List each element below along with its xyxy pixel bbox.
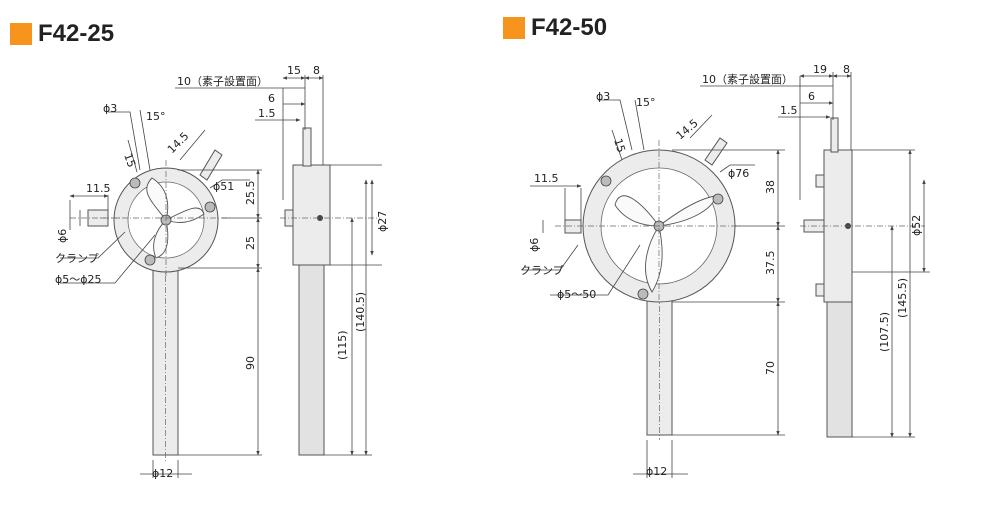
screw [600, 175, 612, 187]
phi27-label: ϕ27 [376, 211, 389, 232]
mount-label: 10（素子設置面） [702, 72, 793, 86]
w6-label: 6 [268, 92, 275, 105]
phi51-label: ϕ51 [213, 180, 234, 193]
len11-5-label: 11.5 [534, 172, 559, 185]
h38-label: 38 [764, 180, 777, 194]
w6-label: 6 [808, 90, 815, 103]
post [152, 264, 179, 456]
aperture-leader [60, 234, 156, 284]
h107-5-label: (107.5) [878, 312, 891, 352]
clamp-leader [522, 244, 579, 271]
phi6-label: ϕ6 [528, 238, 541, 252]
w8-label: 8 [313, 64, 320, 77]
phi52-label: ϕ52 [910, 215, 923, 236]
phi3-label: ϕ3 [103, 102, 117, 115]
h90-label: 90 [244, 356, 257, 370]
phi76-label: ϕ76 [728, 167, 749, 180]
side-post [826, 301, 853, 438]
len11-5-label: 11.5 [86, 182, 111, 195]
phi6-label: ϕ6 [56, 229, 69, 243]
side-lever [302, 127, 312, 167]
iris-blade [164, 207, 205, 223]
dim-15-ext [634, 99, 645, 151]
iris-blade [153, 219, 169, 259]
phi76-leader [719, 164, 755, 173]
screw [144, 254, 156, 266]
side-ring-body [292, 164, 331, 266]
w15-label: 15 [287, 64, 301, 77]
f42-50-side-view: 19 8 10（素子設置面） 6 1.5 ϕ52 (107.5) (145.5) [700, 63, 930, 438]
deg15-label: 15° [636, 96, 656, 109]
lever-rod [199, 149, 223, 181]
phi12-label: ϕ12 [646, 465, 667, 478]
w8-label: 8 [843, 63, 850, 76]
f42-25-side-view: 15 8 10（素子設置面） 6 1.5 ϕ27 (115) (140.5) [175, 64, 389, 456]
iris-blade [645, 224, 663, 293]
f42-50-title-text: F42-50 [531, 14, 608, 41]
len15-label: 15 [611, 137, 628, 154]
iris-blade [146, 177, 169, 221]
h37-5-label: 37.5 [764, 251, 777, 276]
side-lever [830, 117, 839, 153]
f42-25-title-text: F42-25 [38, 20, 115, 47]
h145-5-label: (145.5) [896, 278, 909, 318]
h25-5-label: 25.5 [244, 181, 257, 206]
side-post [298, 264, 325, 456]
aperture-label: ϕ5～50 [557, 288, 596, 301]
clamp-label: クランプ [520, 264, 564, 277]
h115-label: (115) [336, 330, 349, 360]
orange-square-icon [503, 17, 525, 39]
f42-50-title: F42-50 [503, 14, 607, 42]
clamp-label: クランプ [55, 252, 99, 265]
dim-14-5-line [179, 129, 206, 161]
dim-14-5-line [689, 114, 713, 139]
h140-5-label: (140.5) [354, 292, 367, 332]
side-hole [317, 215, 323, 221]
screw [637, 288, 649, 300]
screw [204, 201, 216, 213]
phi3-label: ϕ3 [596, 90, 610, 103]
dim-15-line [127, 139, 138, 173]
len14-5-label: 14.5 [674, 117, 701, 143]
dim-15-line [611, 129, 623, 161]
orange-square-icon [10, 23, 32, 45]
iris-blade [614, 195, 660, 227]
clamp-knob [564, 219, 582, 234]
phi3-leader [108, 111, 141, 171]
screw [712, 193, 724, 205]
f42-25-front-view: ϕ3 15° 15 14.5 ϕ51 11.5 ϕ6 クランプ ϕ5～ϕ25 2… [55, 102, 262, 480]
f42-50-front-view: ϕ3 15° 15 14.5 ϕ76 11.5 ϕ6 クランプ ϕ5～50 38… [520, 90, 785, 478]
len14-5-label: 14.5 [165, 130, 192, 157]
dim-15-ext [139, 109, 151, 171]
aperture-leader [550, 244, 641, 296]
phi12-label: ϕ12 [152, 467, 173, 480]
phi3-leader [598, 99, 633, 151]
mount-label: 10（素子設置面） [177, 74, 268, 88]
phi51-leader [209, 179, 250, 189]
side-clamp-bottom [815, 283, 825, 297]
deg15-label: 15° [146, 110, 166, 123]
aperture-label: ϕ5～ϕ25 [55, 273, 102, 286]
f42-25-title: F42-25 [10, 20, 114, 48]
screw [129, 177, 141, 189]
w19-label: 19 [813, 63, 827, 76]
len15-label: 15 [121, 152, 138, 170]
side-clamp-top [815, 174, 825, 188]
clamp-leader [60, 231, 126, 259]
lever-rod [704, 137, 728, 166]
h25-label: 25 [244, 236, 257, 250]
w1-5-label: 1.5 [780, 104, 798, 117]
h70-label: 70 [764, 361, 777, 375]
w1-5-label: 1.5 [258, 107, 276, 120]
